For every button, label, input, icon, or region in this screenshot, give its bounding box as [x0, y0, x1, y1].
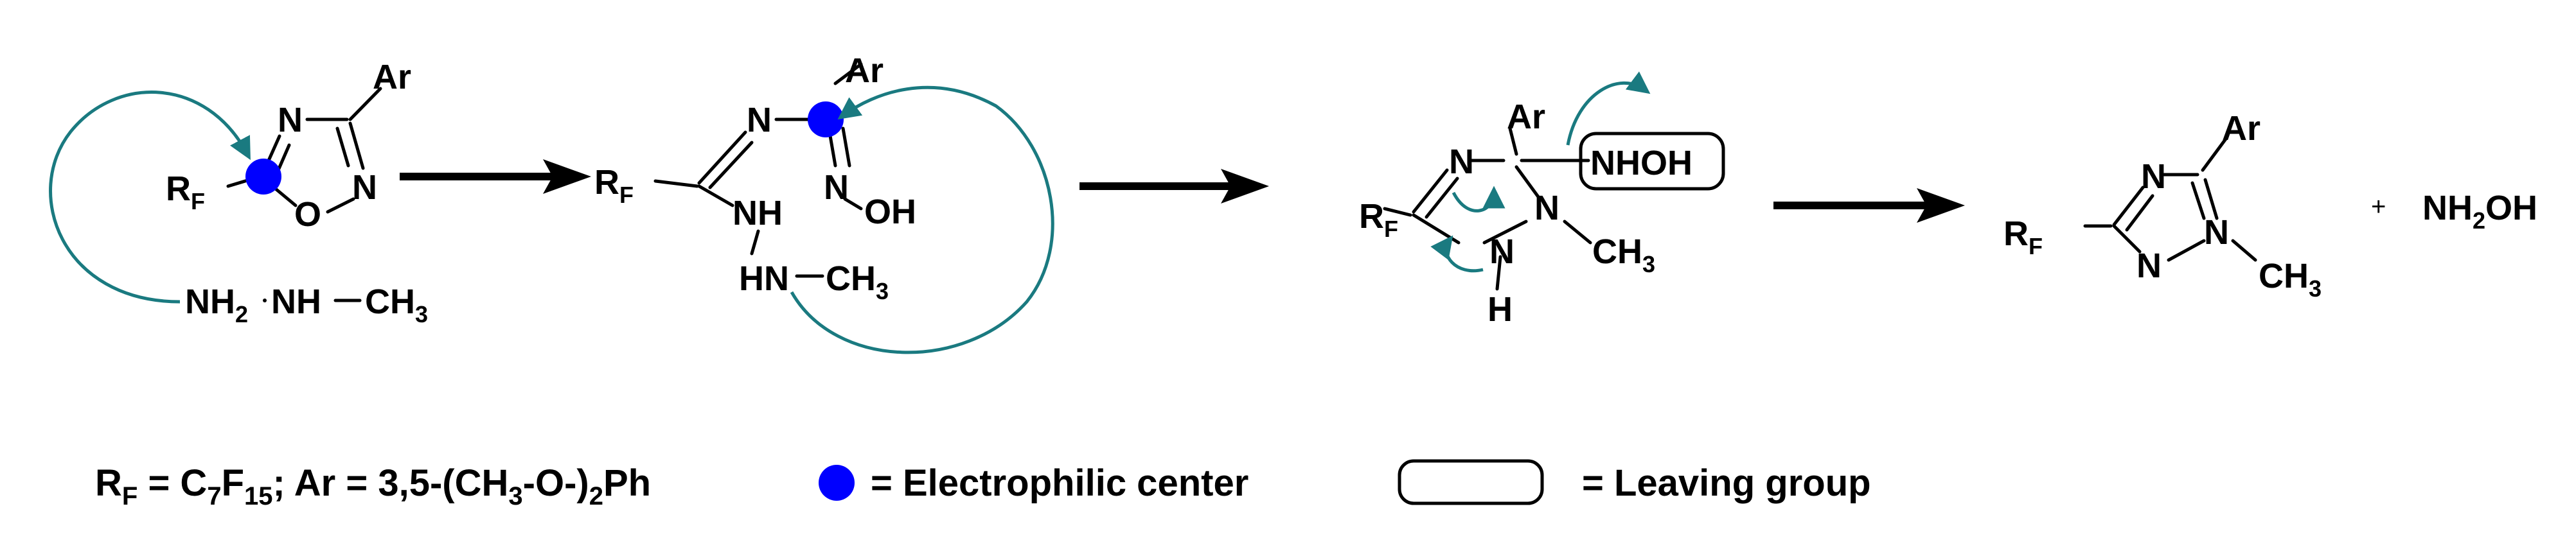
- triazole-molecule: Ar N RF N N CH3 + NH2OH: [2003, 109, 2537, 302]
- leaving-group-box: [1579, 132, 1725, 191]
- bond-nh-hn: [750, 229, 760, 256]
- leaving-curved-arrow: [1566, 71, 1651, 146]
- intermediate-n-top-label: N: [1449, 143, 1474, 181]
- bond-c-ar: [1508, 126, 1518, 156]
- bond-c-n-ring: [1515, 165, 1541, 200]
- adduct-nh-label: NH: [733, 194, 783, 232]
- bond-n2-n1: [2167, 239, 2206, 262]
- intermediate-n-ring-label: N: [1534, 189, 1559, 227]
- intermediate-h-label: H: [1488, 290, 1513, 329]
- legend-electrophilic-label: = Electrophilic center: [871, 462, 1248, 504]
- adduct-hn-label: HN: [739, 259, 789, 298]
- legend-definitions: RF = C7F15; Ar = 3,5-(CH3-O-)2Ph: [95, 462, 651, 510]
- bond-c3-ar: [348, 87, 382, 121]
- bond-c-n-top: [697, 130, 747, 185]
- bond-c-n-top-double: [708, 141, 754, 189]
- bond-c-rf: [1383, 207, 1412, 217]
- reaction-arrow-1: [400, 159, 591, 194]
- intermediate-ch3-label: CH3: [1592, 232, 1655, 277]
- bond-c-rf: [653, 179, 699, 188]
- oxadiazole-n2-label: N: [352, 168, 377, 207]
- bond-c-n-top: [1412, 168, 1449, 214]
- triazole-n1-label: N: [2204, 213, 2229, 252]
- legend-leaving-group-box: [1398, 459, 1544, 505]
- bond-c5-n1-double: [2190, 181, 2206, 220]
- bond-c3-n2-double: [335, 126, 350, 168]
- ring-curved-arrow-lower: [1430, 235, 1484, 273]
- adduct-oh-label: OH: [864, 193, 916, 231]
- triazole-n2-label: N: [2136, 247, 2162, 285]
- reagent-nh2-label: NH2: [185, 282, 248, 327]
- bond-c5-n1: [2203, 178, 2219, 220]
- adduct-ar-label: Ar: [845, 51, 884, 90]
- oxadiazole-molecule: Ar N N O RF NH2 NH CH3: [49, 58, 428, 327]
- reagent-ch3-label: CH3: [365, 282, 428, 327]
- bond-n-ch3: [1563, 220, 1592, 245]
- electrophilic-center-marker: [245, 159, 281, 195]
- adduct-molecule: Ar N N OH NH HN CH3 RF: [594, 51, 1054, 354]
- intermediate-rf-label: RF: [1359, 197, 1398, 242]
- bond-c-n-oxime-double: [841, 126, 851, 168]
- oxadiazole-rf-label: RF: [166, 169, 205, 214]
- triazole-n4-label: N: [2141, 157, 2166, 196]
- bond-c3-n4: [2112, 186, 2145, 227]
- cyclization-curved-arrow: [790, 85, 1054, 354]
- bond-c3-n2: [348, 121, 365, 170]
- bond-n1-ch3: [2231, 239, 2257, 262]
- intermediate-nhoh-label: NHOH: [1590, 144, 1692, 182]
- plus-sign: +: [2371, 193, 2386, 221]
- intermediate-molecule: Ar N NHOH RF N H N CH3: [1359, 71, 1725, 329]
- bond-n-oh: [843, 197, 863, 211]
- intermediate-ar-label: Ar: [1507, 98, 1545, 136]
- adduct-ch3-label: CH3: [826, 259, 889, 304]
- reaction-arrow-2: [1079, 169, 1269, 204]
- bond-c-nh: [697, 184, 734, 207]
- hydroxylamine-label: NH2OH: [2422, 189, 2537, 234]
- nh-dot: [263, 299, 267, 302]
- electrophilic-center-marker-2: [808, 101, 844, 137]
- triazole-rf-label: RF: [2003, 214, 2043, 259]
- legend-leaving-label: = Leaving group: [1582, 462, 1871, 504]
- intermediate-n-bottom-label: N: [1489, 232, 1515, 271]
- adduct-n-top-label: N: [747, 101, 772, 139]
- bond-c-n-top-double: [1425, 177, 1459, 219]
- bond-c-ar: [833, 62, 863, 85]
- bond-c-nh: [1412, 213, 1461, 245]
- triazole-ar-label: Ar: [2222, 109, 2261, 148]
- attack-curved-arrow: [49, 91, 251, 304]
- adduct-rf-label: RF: [594, 163, 634, 208]
- oxadiazole-n4-label: N: [278, 101, 303, 139]
- oxadiazole-ar-label: Ar: [373, 58, 411, 96]
- bond-n-n: [1482, 220, 1528, 245]
- triazole-ch3-label: CH3: [2259, 257, 2322, 302]
- bond-n-h: [1495, 255, 1502, 291]
- adduct-n-oxime-label: N: [824, 168, 849, 207]
- bond-n2-o1: [326, 197, 355, 214]
- bond-c3-n4-double: [2125, 194, 2154, 232]
- oxadiazole-o-label: O: [294, 195, 321, 234]
- reaction-arrow-3: [1773, 188, 1965, 223]
- ring-curved-arrow-upper: [1452, 186, 1506, 213]
- legend-electrophilic-marker: [819, 465, 855, 501]
- legend: RF = C7F15; Ar = 3,5-(CH3-O-)2Ph = Elect…: [95, 459, 1871, 510]
- bond-c3-n2: [2112, 224, 2142, 254]
- reagent-nh-label: NH: [271, 282, 321, 321]
- bond-c5-ar: [2201, 136, 2228, 172]
